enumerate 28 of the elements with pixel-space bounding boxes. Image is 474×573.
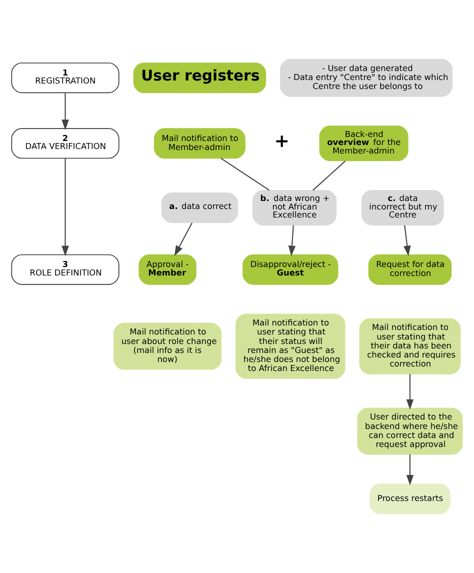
arrow — [62, 92, 69, 130]
node-box: - User data generated - Data entry "Centre" to indicate which Centre the user belongs to — [280, 58, 452, 97]
node-box: 2 DATA VERIFICATION — [11, 128, 120, 159]
node-box: 3 ROLE DEFINITION — [11, 254, 120, 285]
node-box: Approval - Member — [138, 254, 196, 285]
node-box: Back-end overview for the Member-admin — [319, 126, 408, 162]
node-box: Mail notification to user stating that their status will remain as "Guest" as he/she does not belong to African Excellence — [236, 314, 346, 379]
node-box: Process restarts — [370, 484, 450, 514]
node-box: a. data correct — [161, 192, 238, 223]
arrow — [404, 225, 411, 256]
node-box: User directed to the backend where he/she can correct data and request approval — [357, 408, 463, 455]
node-box: c. data incorrect but my Centre — [361, 190, 444, 226]
node-box: b. data wrong + not African Excellence — [252, 190, 337, 226]
node-box: User registers — [133, 62, 266, 94]
arrow — [406, 454, 414, 486]
arrow — [174, 222, 193, 256]
arrow — [62, 158, 69, 256]
node-box: Request for data correction — [368, 254, 452, 285]
node-box: Disapproval/reject - Guest — [242, 254, 338, 285]
connector — [312, 160, 346, 191]
node-box: Mail notification to user about role change (mail info as it is now) — [114, 322, 222, 370]
label: + — [274, 131, 290, 152]
node-box: Mail notification to Member-admin — [154, 128, 246, 159]
arrow — [288, 225, 296, 256]
node-box: 1 REGISTRATION — [11, 62, 120, 94]
arrow — [406, 374, 414, 410]
connector — [220, 158, 270, 191]
node-box: Mail notification to user stating that their data has been checked and requires correction — [359, 318, 461, 374]
